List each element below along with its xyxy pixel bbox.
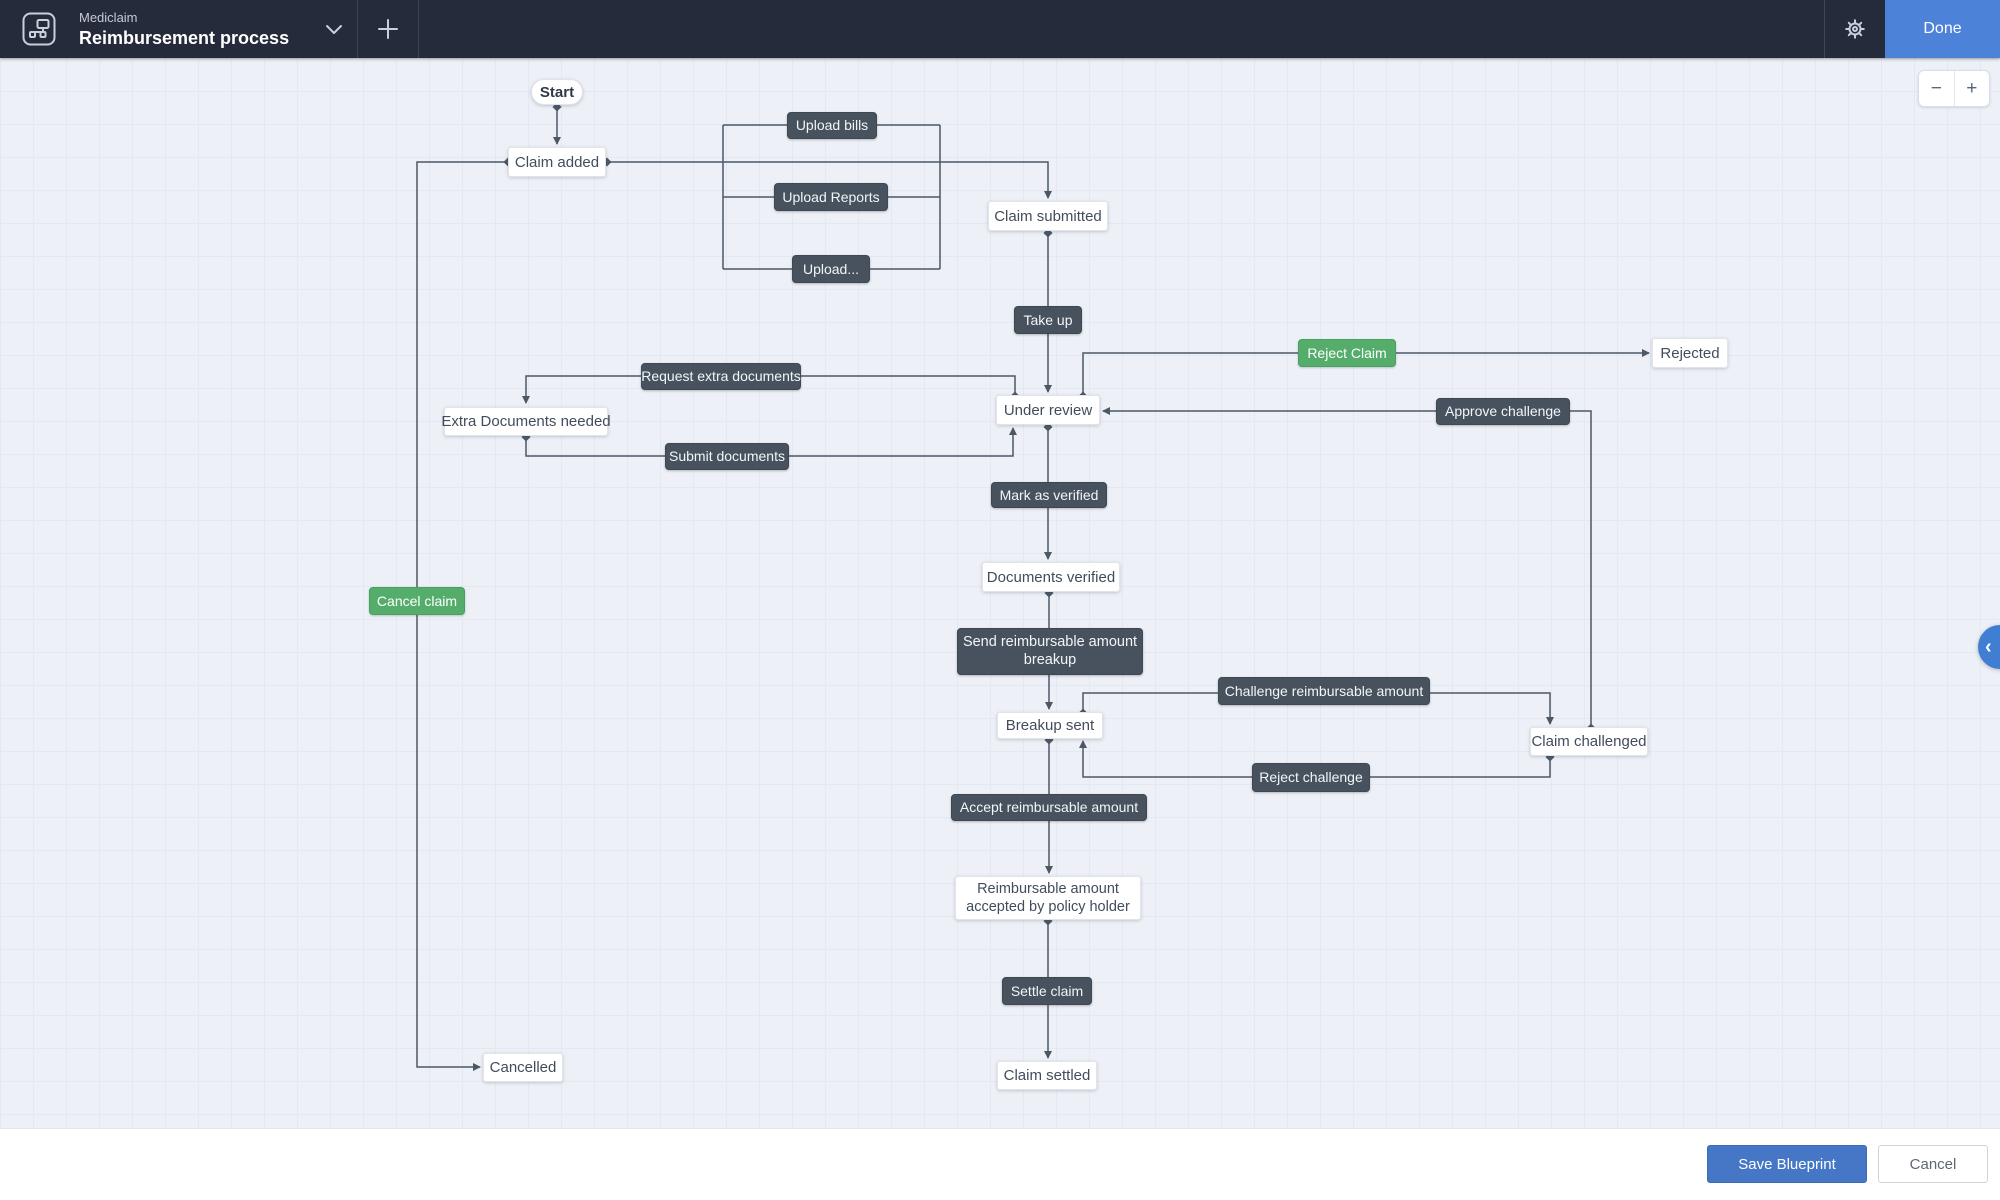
- node-extra-documents-needed[interactable]: Extra Documents needed: [441, 406, 611, 436]
- zoom-out-button[interactable]: −: [1919, 71, 1955, 106]
- node-claim-submitted[interactable]: Claim submitted: [988, 201, 1108, 231]
- node-take-up[interactable]: Take up: [1014, 306, 1082, 334]
- node-under-review[interactable]: Under review: [996, 395, 1100, 425]
- node-claim-challenged[interactable]: Claim challenged: [1530, 726, 1648, 756]
- node-send-reimbursable-breakup[interactable]: Send reimbursable amount breakup: [957, 627, 1143, 675]
- node-submit-documents[interactable]: Submit documents: [665, 442, 789, 470]
- chevron-down-icon[interactable]: [322, 17, 346, 41]
- node-settle-claim[interactable]: Settle claim: [1002, 977, 1092, 1005]
- node-accept-reimbursable-amount[interactable]: Accept reimbursable amount: [951, 793, 1147, 821]
- process-title: Reimbursement process: [79, 28, 290, 48]
- node-start[interactable]: Start: [531, 79, 583, 105]
- top-bar: Mediclaim Reimbursement process Done: [0, 0, 2000, 58]
- cancel-button[interactable]: Cancel: [1878, 1145, 1988, 1183]
- chevron-left-icon: ‹: [1985, 636, 1992, 658]
- save-blueprint-button[interactable]: Save Blueprint: [1707, 1145, 1867, 1183]
- node-claim-settled[interactable]: Claim settled: [997, 1060, 1097, 1090]
- node-upload-bills[interactable]: Upload bills: [787, 111, 877, 139]
- node-upload-reports[interactable]: Upload Reports: [774, 183, 888, 211]
- done-button[interactable]: Done: [1885, 0, 2000, 58]
- blueprint-canvas[interactable]: [0, 58, 2000, 1128]
- node-rejected[interactable]: Rejected: [1652, 338, 1728, 368]
- node-challenge-reimbursable-amount[interactable]: Challenge reimbursable amount: [1218, 677, 1430, 705]
- topbar-separator: [1824, 0, 1825, 58]
- zoom-controls: − +: [1918, 70, 1990, 107]
- blueprint-app-icon: [22, 12, 56, 46]
- node-breakup-sent[interactable]: Breakup sent: [997, 711, 1103, 739]
- add-blueprint-icon[interactable]: [376, 17, 400, 41]
- node-reimbursable-amount-accepted[interactable]: Reimbursable amount accepted by policy h…: [955, 876, 1141, 920]
- topbar-separator: [357, 0, 358, 58]
- node-upload-more[interactable]: Upload...: [792, 255, 870, 283]
- node-request-extra-documents[interactable]: Request extra documents: [641, 362, 801, 390]
- footer-bar: Save Blueprint Cancel: [0, 1128, 2000, 1200]
- zoom-in-button[interactable]: +: [1966, 77, 1978, 99]
- node-cancelled[interactable]: Cancelled: [483, 1052, 563, 1082]
- node-mark-as-verified[interactable]: Mark as verified: [991, 482, 1107, 508]
- topbar-separator: [418, 0, 419, 58]
- process-module-name: Mediclaim: [79, 10, 138, 25]
- node-reject-claim[interactable]: Reject Claim: [1298, 339, 1396, 367]
- node-cancel-claim[interactable]: Cancel claim: [369, 587, 465, 615]
- node-reject-challenge[interactable]: Reject challenge: [1252, 762, 1370, 792]
- node-documents-verified[interactable]: Documents verified: [982, 562, 1120, 592]
- node-claim-added[interactable]: Claim added: [508, 147, 606, 177]
- collapse-panel-tab[interactable]: ‹: [1978, 625, 2000, 669]
- gear-icon[interactable]: [1843, 17, 1867, 41]
- node-approve-challenge[interactable]: Approve challenge: [1436, 397, 1570, 425]
